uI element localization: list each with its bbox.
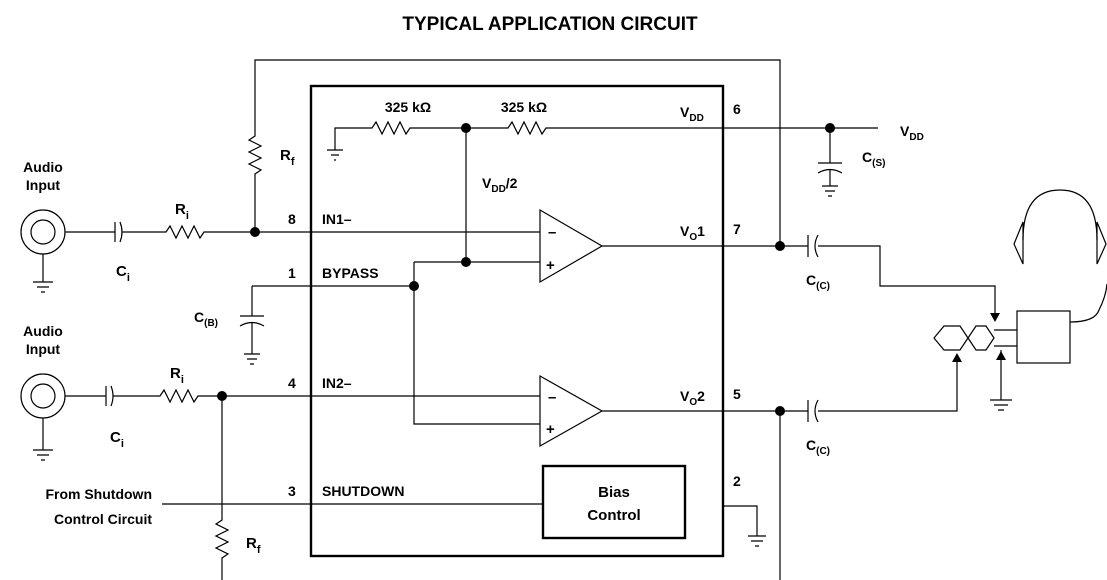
ri-1-resistor — [160, 224, 540, 240]
bias-control-line1: Bias — [598, 484, 630, 501]
pin-7-number: 7 — [733, 221, 741, 237]
divider-ground-icon — [327, 149, 343, 161]
rf-top-label: Rf — [280, 147, 295, 168]
arrow-down-icon — [990, 313, 1000, 322]
pin-2-number: 2 — [733, 473, 741, 489]
ri-2-label: Ri — [170, 365, 184, 386]
input-2-label-line1: Audio — [23, 323, 63, 339]
opamp-2-plus: + — [546, 421, 555, 438]
pin-5-number: 5 — [733, 386, 741, 402]
cc-2-label: C(C) — [806, 437, 830, 457]
ci-1-capacitor — [114, 221, 123, 243]
pin-3-name: SHUTDOWN — [322, 483, 404, 499]
opamp-1-plus: + — [546, 257, 555, 274]
ci-1-label: Ci — [116, 263, 130, 284]
bypass-wire — [413, 262, 540, 425]
cs-label: C(S) — [862, 149, 885, 169]
node-vo1 — [775, 241, 785, 251]
ri-2-resistor — [155, 388, 540, 404]
pin-3-number: 3 — [288, 483, 296, 499]
input-2-label-line2: Input — [26, 341, 61, 357]
audio-input-2-jack — [20, 373, 106, 461]
opamp-2 — [539, 374, 604, 448]
opamp-1 — [539, 208, 604, 284]
bias-control-line2: Control — [587, 507, 640, 524]
cb-label: C(B) — [194, 309, 218, 329]
opamp-1-minus: – — [548, 224, 556, 241]
input-1-label-line1: Audio — [23, 159, 63, 175]
shutdown-source-line1: From Shutdown — [45, 486, 152, 502]
rf-top-resistor — [247, 130, 263, 232]
audio-input-1-jack — [20, 209, 115, 293]
vdd-half-label: VDD/2 — [482, 175, 518, 195]
pin-1-name: BYPASS — [322, 265, 379, 281]
pin-8-number: 8 — [288, 211, 296, 227]
shutdown-source-line2: Control Circuit — [54, 511, 152, 527]
supply-label: VDD — [900, 123, 924, 143]
opamp-2-minus: – — [548, 389, 556, 406]
pin-4-name: IN2– — [322, 375, 352, 391]
pin-5-name: VO2 — [680, 388, 705, 408]
feedback-wire-top — [254, 59, 781, 243]
pin-6-number: 6 — [733, 101, 741, 117]
pin-4-number: 4 — [288, 375, 296, 391]
bias-control-block — [541, 464, 687, 540]
ic-package — [309, 84, 725, 558]
cc-1-capacitor — [807, 234, 996, 320]
pin-7-name: VO1 — [680, 223, 705, 243]
input-1-label-line2: Input — [26, 177, 61, 193]
ci-2-label: Ci — [110, 429, 124, 450]
pin-1-number: 1 — [288, 265, 296, 281]
rf-bottom-label: Rf — [246, 535, 261, 556]
cc-2-capacitor — [807, 358, 958, 423]
pin-2-ground-icon — [723, 505, 766, 547]
pin-8-name: IN1– — [322, 211, 352, 227]
arrow-up-icon — [952, 353, 962, 362]
r-top-right-label: 325 kΩ — [501, 99, 547, 115]
pin-6-name: VDD — [680, 104, 704, 124]
node-in1 — [250, 227, 260, 237]
bias-divider — [334, 120, 878, 150]
rf-bottom-resistor — [214, 396, 230, 580]
headphones-icon — [1013, 189, 1107, 323]
cc-1-label: C(C) — [806, 272, 830, 292]
cb-capacitor — [239, 286, 265, 365]
ri-1-label: Ri — [175, 201, 189, 222]
ci-2-capacitor — [105, 385, 155, 407]
diagram-title: TYPICAL APPLICATION CIRCUIT — [402, 14, 698, 35]
r-top-left-label: 325 kΩ — [385, 99, 431, 115]
cs-capacitor — [817, 128, 843, 197]
headphone-jack — [933, 310, 1071, 411]
